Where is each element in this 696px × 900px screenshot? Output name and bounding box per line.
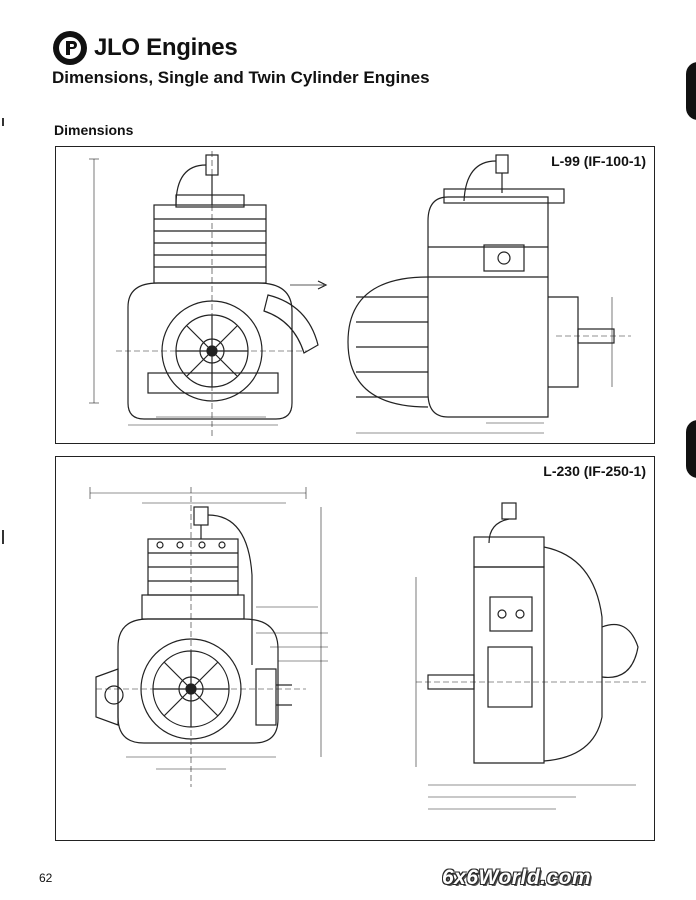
rockwell-logo — [53, 31, 87, 65]
l99-engine-drawing — [89, 151, 631, 437]
scan-edge-speck — [2, 118, 4, 126]
l230-engine-drawing — [89, 487, 646, 810]
binder-edge-mark — [686, 420, 696, 478]
watermark: 6x6World.com — [442, 866, 592, 889]
drawing-panel-l99: L-99 (IF-100-1) — [55, 146, 655, 444]
model-label-l99: L-99 (IF-100-1) — [551, 153, 646, 169]
page-subtitle: Dimensions, Single and Twin Cylinder Eng… — [52, 68, 430, 87]
drawing-panel-l230: L-230 (IF-250-1) — [55, 456, 655, 841]
section-heading: Dimensions — [54, 122, 134, 138]
model-label-l230: L-230 (IF-250-1) — [543, 463, 646, 479]
page-number: 62 — [39, 871, 53, 885]
scan-edge-speck — [2, 530, 4, 544]
l99-front-view — [89, 151, 328, 437]
binder-edge-mark — [686, 62, 696, 120]
brand-title: JLO Engines — [94, 34, 238, 61]
l99-side-view — [347, 154, 631, 434]
l230-side-view — [415, 502, 646, 810]
l230-front-view — [89, 487, 328, 787]
